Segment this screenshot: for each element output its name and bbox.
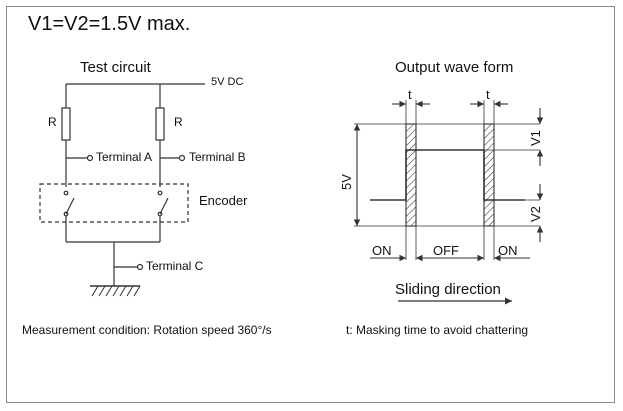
- supply-label: 5V DC: [211, 76, 244, 88]
- masking-region-left: [405, 123, 417, 227]
- t-left-label: t: [408, 87, 412, 102]
- terminal-a-label: Terminal A: [96, 150, 153, 164]
- resistor-left-label: R: [48, 115, 57, 129]
- terminal-c-label: Terminal C: [146, 259, 204, 273]
- five-v-label: 5V: [339, 174, 354, 190]
- terminal-c-node: [136, 263, 144, 271]
- switch-right-top: [157, 190, 163, 196]
- ground-hatch: [91, 285, 141, 297]
- waveform-heading: Output wave form: [395, 59, 514, 76]
- resistor-right-label: R: [174, 115, 183, 129]
- masking-region-right: [483, 123, 495, 227]
- terminal-b-node: [178, 154, 186, 162]
- switch-right-blade: [159, 197, 169, 215]
- on-left-label: ON: [372, 243, 392, 258]
- terminal-b-label: Terminal B: [189, 150, 246, 164]
- v1-label: V1: [528, 130, 543, 146]
- test-circuit-heading: Test circuit: [80, 59, 151, 76]
- sliding-direction-label: Sliding direction: [395, 281, 501, 298]
- switch-left-blade: [65, 197, 75, 215]
- terminal-a-node: [86, 154, 94, 162]
- off-label: OFF: [433, 243, 459, 258]
- on-right-label: ON: [498, 243, 518, 258]
- v2-label: V2: [528, 206, 543, 222]
- figure-frame: [6, 6, 615, 403]
- waveform-trace: [370, 149, 525, 201]
- encoder-label: Encoder: [199, 193, 248, 208]
- t-right-label: t: [486, 87, 490, 102]
- encoder-box: [39, 183, 189, 223]
- masking-time-note: t: Masking time to avoid chattering: [346, 323, 529, 337]
- measurement-condition-note: Measurement condition: Rotation speed 36…: [22, 323, 272, 337]
- page-title: V1=V2=1.5V max.: [28, 13, 191, 35]
- switch-left-top: [63, 190, 69, 196]
